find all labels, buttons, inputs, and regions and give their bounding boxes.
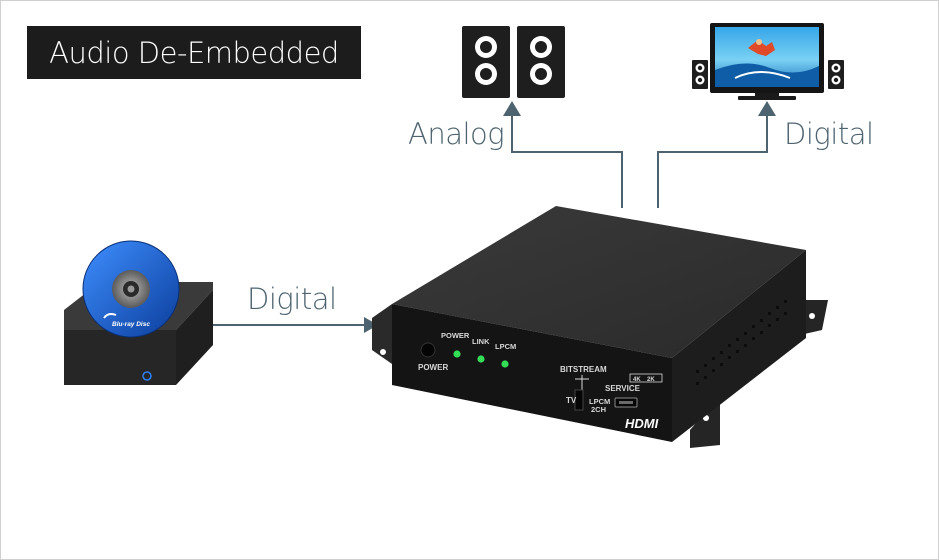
audio-mode-switch	[574, 389, 584, 411]
switch-tv-label: TV	[566, 396, 577, 405]
tv-with-speakers-icon	[692, 23, 844, 100]
badge-2k: 2K	[647, 377, 655, 383]
arrow-digital-output	[657, 101, 776, 208]
led-lpcm-label: LPCM	[495, 342, 516, 351]
label-digital-input: Digital	[247, 282, 337, 316]
badge-4k: 4K	[633, 377, 641, 383]
bluray-player-icon: Blu-ray Disc	[64, 240, 213, 385]
label-digital-output: Digital	[784, 117, 874, 151]
arrow-analog-output	[503, 101, 623, 208]
led-power-label: POWER	[441, 331, 470, 340]
resolution-badge	[629, 373, 663, 383]
bluray-disc-logo: Blu-ray Disc	[112, 321, 150, 328]
switch-bitstream-label: BITSTREAM	[560, 365, 607, 374]
led-power	[453, 350, 461, 358]
power-button	[420, 342, 436, 358]
switch-2ch-label: 2CH	[591, 405, 606, 414]
power-button-label: POWER	[418, 363, 448, 372]
arrow-digital-input	[213, 317, 378, 333]
speakers-icon	[462, 26, 565, 98]
extractor-device-icon: POWER POWER LINK LPCM BITSTREAM TV LPCM …	[372, 206, 828, 448]
led-link	[477, 355, 485, 363]
led-lpcm	[501, 360, 509, 368]
hdmi-logo: HDMI	[625, 416, 659, 431]
label-analog: Analog	[408, 117, 505, 151]
diagram-title: Audio De-Embedded	[27, 26, 361, 79]
service-port-label: SERVICE	[605, 384, 641, 393]
led-link-label: LINK	[472, 337, 490, 346]
switch-lpcm-label: LPCM	[589, 397, 610, 406]
